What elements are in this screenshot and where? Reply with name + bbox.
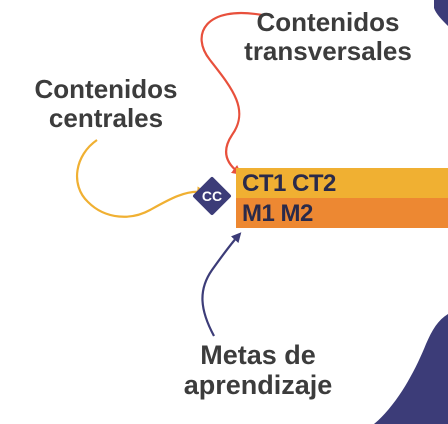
decorative-corner-shape: [434, 0, 448, 26]
transversales-label: Contenidos transversales: [208, 7, 448, 67]
centrales-line1: Contenidos: [34, 74, 178, 104]
metas-line2: aprendizaje: [183, 370, 333, 401]
centrales-arrow: [75, 139, 207, 218]
metas-line1: Metas de: [200, 340, 316, 370]
transversales-line2: transversales: [244, 36, 412, 67]
transversales-arrow: [200, 12, 263, 176]
learning-goals-text: M1 M2: [242, 200, 313, 227]
decorative-triangle-shape: [374, 314, 448, 424]
central-content-badge-text: CC: [201, 188, 223, 204]
centrales-label: Contenidos centrales: [6, 74, 206, 134]
metas-arrow: [201, 232, 242, 337]
transversales-line1: Contenidos: [256, 7, 400, 37]
metas-label: Metas de aprendizaje: [168, 340, 348, 400]
transversal-contents-bar: CT1 CT2: [236, 168, 448, 198]
centrales-line2: centrales: [48, 103, 164, 134]
transversal-contents-text: CT1 CT2: [242, 170, 336, 197]
learning-goals-bar: M1 M2: [236, 198, 448, 228]
